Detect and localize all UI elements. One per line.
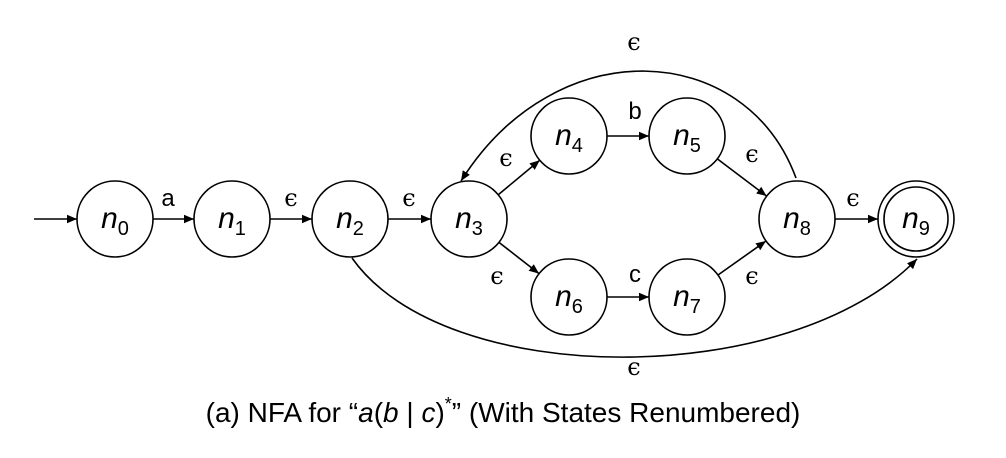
transition-labels: a ϵ ϵ ϵ ϵ b c ϵ ϵ ϵ ϵ ϵ <box>161 28 859 381</box>
transition-label-n5-n8: ϵ <box>745 140 758 168</box>
state-circle-n4 <box>530 97 608 175</box>
transition-label-n8-n3: ϵ <box>627 28 640 56</box>
state-circle-n6 <box>530 258 608 336</box>
transition-label-n2-n3: ϵ <box>402 184 415 212</box>
transition-label-n1-n2: ϵ <box>284 184 297 212</box>
state-label-n5: n5 <box>673 119 701 157</box>
state-circle-n0 <box>76 180 154 258</box>
transition-n7-n8 <box>717 240 767 276</box>
state-label-n4: n4 <box>555 119 583 157</box>
transition-label-n3-n6: ϵ <box>490 262 503 290</box>
transition-n5-n8 <box>716 158 768 197</box>
state-label-n6: n6 <box>555 280 583 318</box>
state-label-n2: n2 <box>336 202 364 240</box>
state-circle-n2 <box>311 180 389 258</box>
transition-label-n6-n7: c <box>629 261 641 288</box>
transition-n8-n3 <box>460 70 797 182</box>
transitions <box>34 70 918 358</box>
transition-n3-n4 <box>497 159 541 196</box>
state-label-n9: n9 <box>902 202 930 240</box>
state-n6: n6 <box>530 258 608 336</box>
state-n8: n8 <box>758 180 836 258</box>
diagram-caption: (a) NFA for “a(b | c)*” (With States Ren… <box>206 394 801 428</box>
state-label-n3: n3 <box>455 202 483 240</box>
state-n1: n1 <box>193 180 271 258</box>
state-label-n7: n7 <box>673 280 701 318</box>
transition-label-n3-n4: ϵ <box>499 144 512 172</box>
state-circle-n8 <box>758 180 836 258</box>
transition-label-n0-n1: a <box>161 185 175 212</box>
state-n9: n9 <box>877 180 955 258</box>
state-circle-n3 <box>430 180 508 258</box>
transition-n2-n9 <box>351 257 918 358</box>
transition-label-n8-n9: ϵ <box>846 184 859 212</box>
transition-label-n7-n8: ϵ <box>745 262 758 290</box>
state-circle-n5 <box>648 97 726 175</box>
state-label-n1: n1 <box>218 202 246 240</box>
states: n0 n1 n2 n3 n4 n5 n6 n7 n8 n9 <box>76 97 955 336</box>
state-n7: n7 <box>648 258 726 336</box>
state-circle-n1 <box>193 180 271 258</box>
transition-label-n2-n9: ϵ <box>627 353 640 381</box>
state-n4: n4 <box>530 97 608 175</box>
state-n5: n5 <box>648 97 726 175</box>
state-n0: n0 <box>76 180 154 258</box>
transition-label-n4-n5: b <box>628 98 641 125</box>
state-n3: n3 <box>430 180 508 258</box>
state-label-n0: n0 <box>101 202 129 240</box>
state-circle-n7 <box>648 258 726 336</box>
state-n2: n2 <box>311 180 389 258</box>
state-label-n8: n8 <box>783 202 811 240</box>
accepting-ring-n9 <box>883 186 949 252</box>
transition-n3-n6 <box>498 241 540 275</box>
